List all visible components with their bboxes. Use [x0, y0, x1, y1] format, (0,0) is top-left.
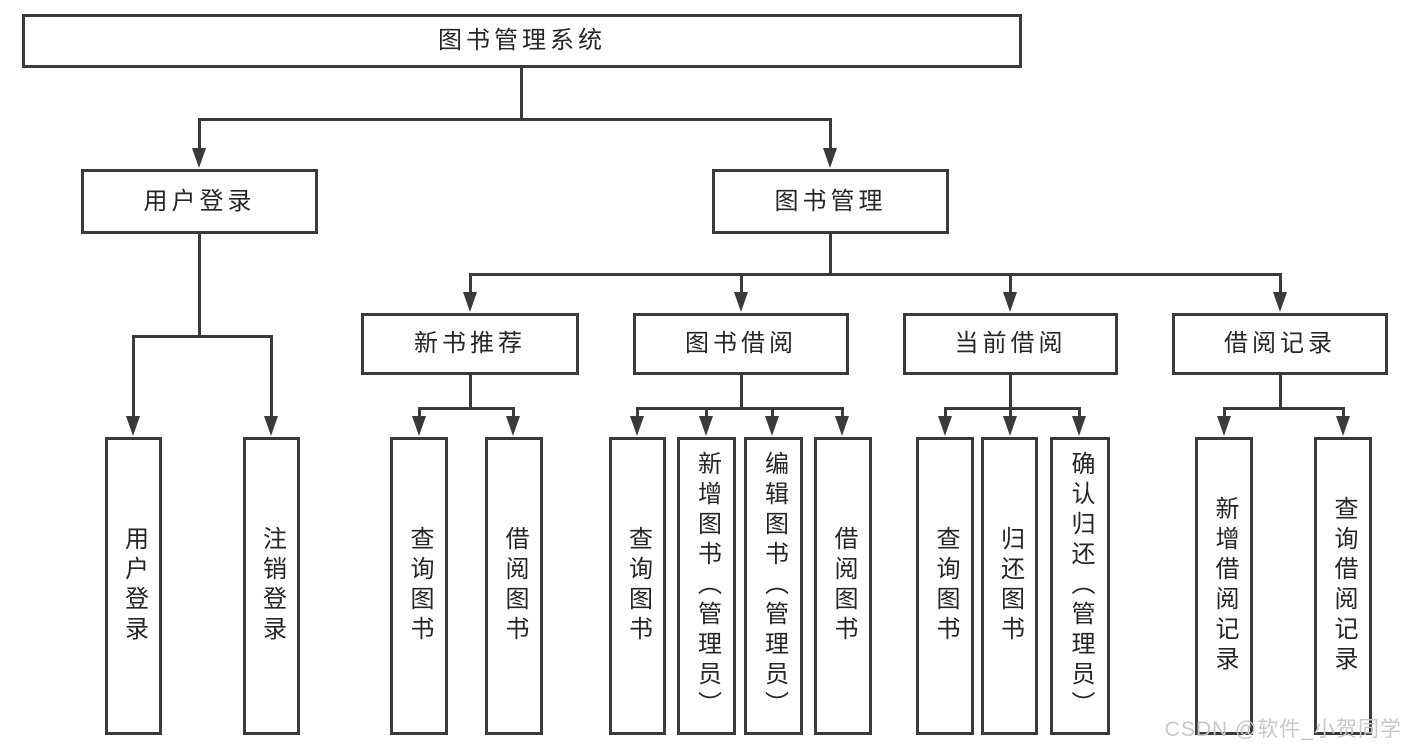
node-borrowing-records-label: 借阅记录 [1224, 330, 1336, 357]
connector-root-left-drop [198, 118, 201, 150]
connector-borrowing-stem [740, 375, 743, 407]
connector-newbooks-bar [418, 407, 515, 410]
arrow-to-leaf-logout [264, 416, 278, 436]
arrow-to-book-borrow [734, 292, 748, 312]
connector-records-bar [1223, 407, 1344, 410]
leaf-borrowing-query-books: 查询图书 [609, 437, 666, 735]
connector-bookmgmt-drop-4 [1279, 273, 1282, 294]
connector-borrowing-drop-3 [771, 407, 774, 418]
connector-newbooks-stem [469, 375, 472, 407]
node-new-book-recommend: 新书推荐 [361, 313, 579, 375]
connector-bookmgmt-drop-3 [1009, 273, 1012, 294]
connector-root-right-drop [829, 118, 832, 150]
connector-userlogin-drop-1 [132, 335, 135, 417]
arrow-current-leaf-3 [1072, 416, 1086, 436]
leaf-borrowing-query-books-label: 查询图书 [624, 526, 652, 646]
connector-newbooks-drop-2 [512, 407, 515, 418]
connector-bookmgmt-bar [469, 273, 1281, 276]
connector-current-drop-3 [1078, 407, 1081, 418]
node-book-management: 图书管理 [712, 169, 949, 234]
leaf-current-confirm-return-admin-label: 确认归还（管理员） [1067, 451, 1094, 721]
leaf-newbooks-borrow-books: 借阅图书 [485, 437, 543, 735]
connector-records-drop-1 [1223, 407, 1226, 418]
connector-userlogin-drop-2 [270, 335, 273, 417]
leaf-newbooks-borrow-books-label: 借阅图书 [501, 526, 528, 646]
connector-borrowing-drop-4 [841, 407, 844, 418]
connector-borrowing-drop-1 [636, 407, 639, 418]
leaf-records-query-record: 查询借阅记录 [1314, 437, 1372, 735]
arrow-to-leaf-login [126, 416, 140, 436]
leaf-borrowing-borrow-books-label: 借阅图书 [830, 526, 857, 646]
connector-userlogin-stem [198, 234, 201, 335]
node-root: 图书管理系统 [22, 14, 1022, 68]
leaf-borrowing-add-books-admin-label: 新增图书（管理员） [693, 451, 721, 721]
connector-current-bar [944, 407, 1081, 410]
arrow-to-book-mgmt [823, 148, 837, 168]
leaf-current-query-books: 查询图书 [916, 437, 974, 735]
connector-root-bar [198, 118, 832, 121]
leaf-records-query-record-label: 查询借阅记录 [1330, 496, 1357, 676]
node-book-management-label: 图书管理 [774, 187, 887, 215]
leaf-user-login: 用户登录 [105, 437, 162, 735]
leaf-borrowing-edit-books-admin: 编辑图书（管理员） [744, 437, 803, 735]
arrow-borrowing-leaf-1 [630, 416, 644, 436]
leaf-user-login-label: 用户登录 [120, 526, 148, 646]
connector-bookmgmt-stem [829, 234, 832, 273]
connector-newbooks-drop-1 [418, 407, 421, 418]
csdn-watermark: CSDN @软件_小贺同学 [1164, 718, 1402, 741]
arrow-to-borrow-records [1273, 292, 1287, 312]
node-user-login-label: 用户登录 [143, 187, 256, 215]
leaf-borrowing-edit-books-admin-label: 编辑图书（管理员） [760, 451, 788, 721]
connector-records-drop-2 [1342, 407, 1345, 418]
node-current-borrowing-label: 当前借阅 [954, 330, 1067, 357]
arrow-borrowing-leaf-2 [699, 416, 713, 436]
connector-bookmgmt-drop-2 [740, 273, 743, 294]
connector-borrowing-drop-2 [705, 407, 708, 418]
node-current-borrowing: 当前借阅 [903, 313, 1118, 375]
arrow-to-new-books [463, 292, 477, 312]
arrow-current-leaf-1 [938, 416, 952, 436]
connector-current-stem [1009, 375, 1012, 407]
node-borrowing-records: 借阅记录 [1172, 313, 1388, 375]
connector-bookmgmt-drop-1 [469, 273, 472, 294]
leaf-logout-label: 注销登录 [258, 526, 286, 646]
leaf-current-return-books: 归还图书 [981, 437, 1038, 735]
arrow-newbooks-leaf-1 [412, 416, 426, 436]
arrow-borrowing-leaf-3 [765, 416, 779, 436]
connector-userlogin-bar [133, 335, 273, 338]
node-book-borrowing-label: 图书借阅 [685, 330, 797, 357]
node-book-borrowing: 图书借阅 [633, 313, 849, 375]
leaf-borrowing-borrow-books: 借阅图书 [814, 437, 872, 735]
leaf-current-query-books-label: 查询图书 [932, 526, 959, 646]
connector-current-drop-1 [944, 407, 947, 418]
connector-borrowing-bar [636, 407, 843, 410]
connector-records-stem [1279, 375, 1282, 407]
arrow-newbooks-leaf-2 [506, 416, 520, 436]
leaf-current-confirm-return-admin: 确认归还（管理员） [1050, 437, 1110, 735]
arrow-to-user-login [192, 148, 206, 168]
leaf-current-return-books-label: 归还图书 [996, 526, 1024, 646]
node-root-label: 图书管理系统 [438, 27, 606, 54]
arrow-borrowing-leaf-4 [835, 416, 849, 436]
leaf-newbooks-query-books-label: 查询图书 [406, 526, 433, 646]
leaf-logout: 注销登录 [243, 437, 300, 735]
connector-current-drop-2 [1009, 407, 1012, 418]
leaf-records-add-record-label: 新增借阅记录 [1211, 496, 1238, 676]
leaf-borrowing-add-books-admin: 新增图书（管理员） [677, 437, 736, 735]
arrow-current-leaf-2 [1003, 416, 1017, 436]
connector-root-stem [520, 68, 523, 118]
node-new-book-recommend-label: 新书推荐 [414, 330, 526, 357]
leaf-newbooks-query-books: 查询图书 [390, 437, 448, 735]
arrow-records-leaf-1 [1217, 416, 1231, 436]
node-user-login: 用户登录 [81, 169, 318, 234]
arrow-records-leaf-2 [1336, 416, 1350, 436]
arrow-to-current-borrow [1003, 292, 1017, 312]
leaf-records-add-record: 新增借阅记录 [1195, 437, 1253, 735]
